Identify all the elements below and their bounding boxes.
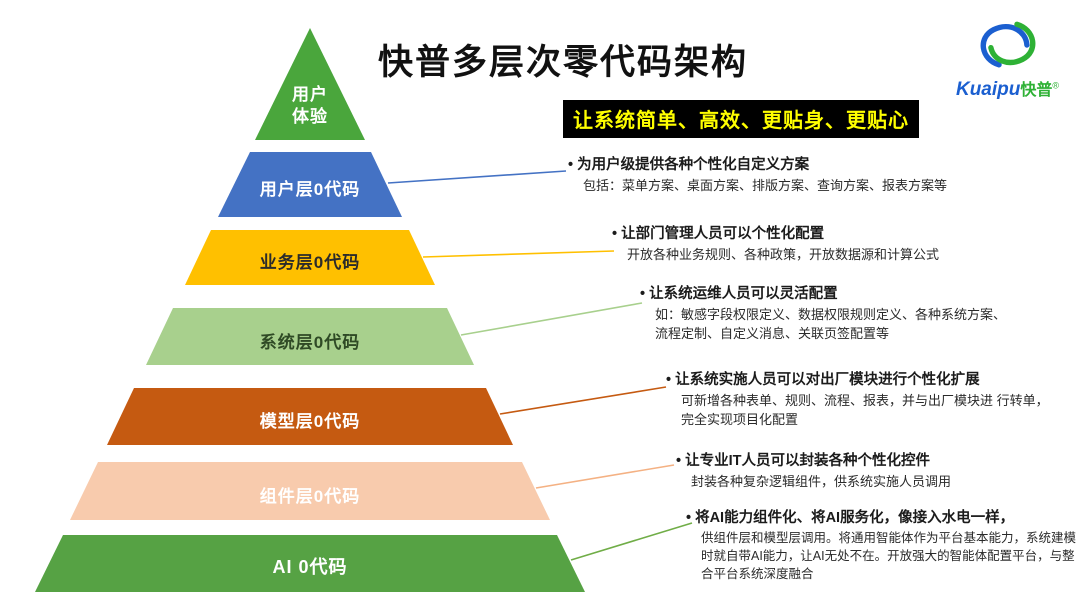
annotation-detail: 时就自带AI能力，让AI无处不在。开放强大的智能体配置平台，与整 bbox=[701, 549, 1075, 563]
connector-ai-layer bbox=[570, 522, 693, 561]
bullet-icon: • bbox=[686, 510, 692, 526]
annotation-detail: 流程定制、自定义消息、关联页签配置等 bbox=[655, 326, 890, 341]
bullet-icon: • bbox=[676, 453, 682, 469]
pyramid-layer-user-experience bbox=[255, 28, 365, 140]
kuaipu-logo: Kuaipu快普® bbox=[940, 16, 1075, 101]
layer-label-system: 系统层0代码 bbox=[259, 333, 361, 352]
pyramid-layer-user bbox=[218, 152, 402, 217]
bullet-icon: • bbox=[666, 372, 672, 388]
annotation-text: 让系统运维人员可以灵活配置 bbox=[649, 286, 838, 302]
annotation-bullet-line: •让专业IT人员可以封装各种个性化控件 bbox=[676, 451, 951, 472]
pyramid-layer-model bbox=[107, 388, 513, 445]
annotation-bullet-line: •将AI能力组件化、将AI服务化，像接入水电一样， bbox=[686, 508, 1076, 529]
bullet-icon: • bbox=[612, 226, 618, 242]
bullet-icon: • bbox=[640, 286, 646, 302]
annotation-user-layer: •为用户级提供各种个性化自定义方案 包括：菜单方案、桌面方案、排版方案、查询方案… bbox=[568, 155, 947, 195]
pyramid-layer-component bbox=[70, 462, 550, 520]
annotation-detail: 供组件层和模型层调用。将通用智能体作为平台基本能力，系统建模 bbox=[701, 531, 1077, 545]
logo-green-swoosh bbox=[987, 21, 1035, 66]
pyramid-layer-system bbox=[146, 308, 474, 365]
logo-wordmark: Kuaipu快普® bbox=[940, 76, 1075, 101]
annotation-detail: 如：敏感字段权限定义、数据权限规则定义、各种系统方案、 bbox=[655, 307, 1007, 322]
layer-label-model: 模型层0代码 bbox=[259, 412, 361, 431]
layer-label-user: 用户层0代码 bbox=[259, 180, 361, 199]
kuaipu-logo-icon bbox=[980, 21, 1035, 68]
tagline-banner: 让系统简单、高效、更贴身、更贴心 bbox=[563, 100, 919, 138]
annotation-bullet-line: •让部门管理人员可以个性化配置 bbox=[612, 224, 939, 245]
annotation-bullet-line: •让系统实施人员可以对出厂模块进行个性化扩展 bbox=[666, 370, 1049, 391]
logo-text-cn: 快普 bbox=[1020, 82, 1053, 99]
annotation-bullet-line: •为用户级提供各种个性化自定义方案 bbox=[568, 155, 947, 176]
annotation-detail: 完全实现项目化配置 bbox=[681, 412, 799, 427]
annotation-business-layer: •让部门管理人员可以个性化配置 开放各种业务规则、各种政策，开放数据源和计算公式 bbox=[612, 224, 939, 264]
annotation-text: 让专业IT人员可以封装各种个性化控件 bbox=[685, 453, 930, 469]
connector-business-layer bbox=[422, 250, 615, 258]
layer-label-user-experience: 用户体验 bbox=[292, 85, 328, 127]
annotation-text: 将AI能力组件化、将AI服务化，像接入水电一样， bbox=[695, 510, 1015, 526]
logo-text-latin: Kuaipu bbox=[955, 79, 1021, 100]
annotation-bullet-line: •让系统运维人员可以灵活配置 bbox=[640, 284, 1006, 305]
connector-system-layer bbox=[460, 302, 643, 336]
layer-label-business: 业务层0代码 bbox=[259, 253, 361, 272]
pyramid-layer-ai bbox=[35, 535, 585, 592]
annotation-text: 让系统实施人员可以对出厂模块进行个性化扩展 bbox=[675, 372, 980, 388]
annotation-system-layer: •让系统运维人员可以灵活配置 如：敏感字段权限定义、数据权限规则定义、各种系统方… bbox=[640, 284, 1006, 343]
annotation-component-layer: •让专业IT人员可以封装各种个性化控件 封装各种复杂逻辑组件，供系统实施人员调用 bbox=[676, 451, 951, 491]
logo-blue-swoosh bbox=[980, 23, 1030, 68]
bullet-icon: • bbox=[568, 157, 574, 173]
annotation-text: 让部门管理人员可以个性化配置 bbox=[621, 226, 825, 242]
layer-label-component: 组件层0代码 bbox=[259, 487, 361, 506]
annotation-detail: 封装各种复杂逻辑组件，供系统实施人员调用 bbox=[691, 474, 952, 489]
annotation-detail: 开放各种业务规则、各种政策，开放数据源和计算公式 bbox=[627, 247, 940, 262]
annotation-detail: 可新增各种表单、规则、流程、报表，并与出厂模块进 行转单， bbox=[681, 393, 1049, 408]
annotation-ai-layer: •将AI能力组件化、将AI服务化，像接入水电一样， 供组件层和模型层调用。将通用… bbox=[686, 508, 1076, 583]
registered-mark-icon: ® bbox=[1052, 80, 1060, 91]
layer-label-ai: AI 0代码 bbox=[272, 557, 348, 577]
annotation-detail: 合平台系统深度融合 bbox=[701, 567, 814, 581]
connector-user-layer bbox=[387, 170, 567, 184]
pyramid-layer-business bbox=[185, 230, 435, 285]
connector-component-layer bbox=[535, 464, 675, 489]
page-title: 快普多层次零代码架构 bbox=[378, 43, 749, 82]
annotation-text: 为用户级提供各种个性化自定义方案 bbox=[577, 157, 810, 173]
annotation-model-layer: •让系统实施人员可以对出厂模块进行个性化扩展 可新增各种表单、规则、流程、报表，… bbox=[666, 370, 1049, 429]
connector-model-layer bbox=[499, 386, 667, 415]
annotation-detail: 包括：菜单方案、桌面方案、排版方案、查询方案、报表方案等 bbox=[583, 178, 948, 193]
